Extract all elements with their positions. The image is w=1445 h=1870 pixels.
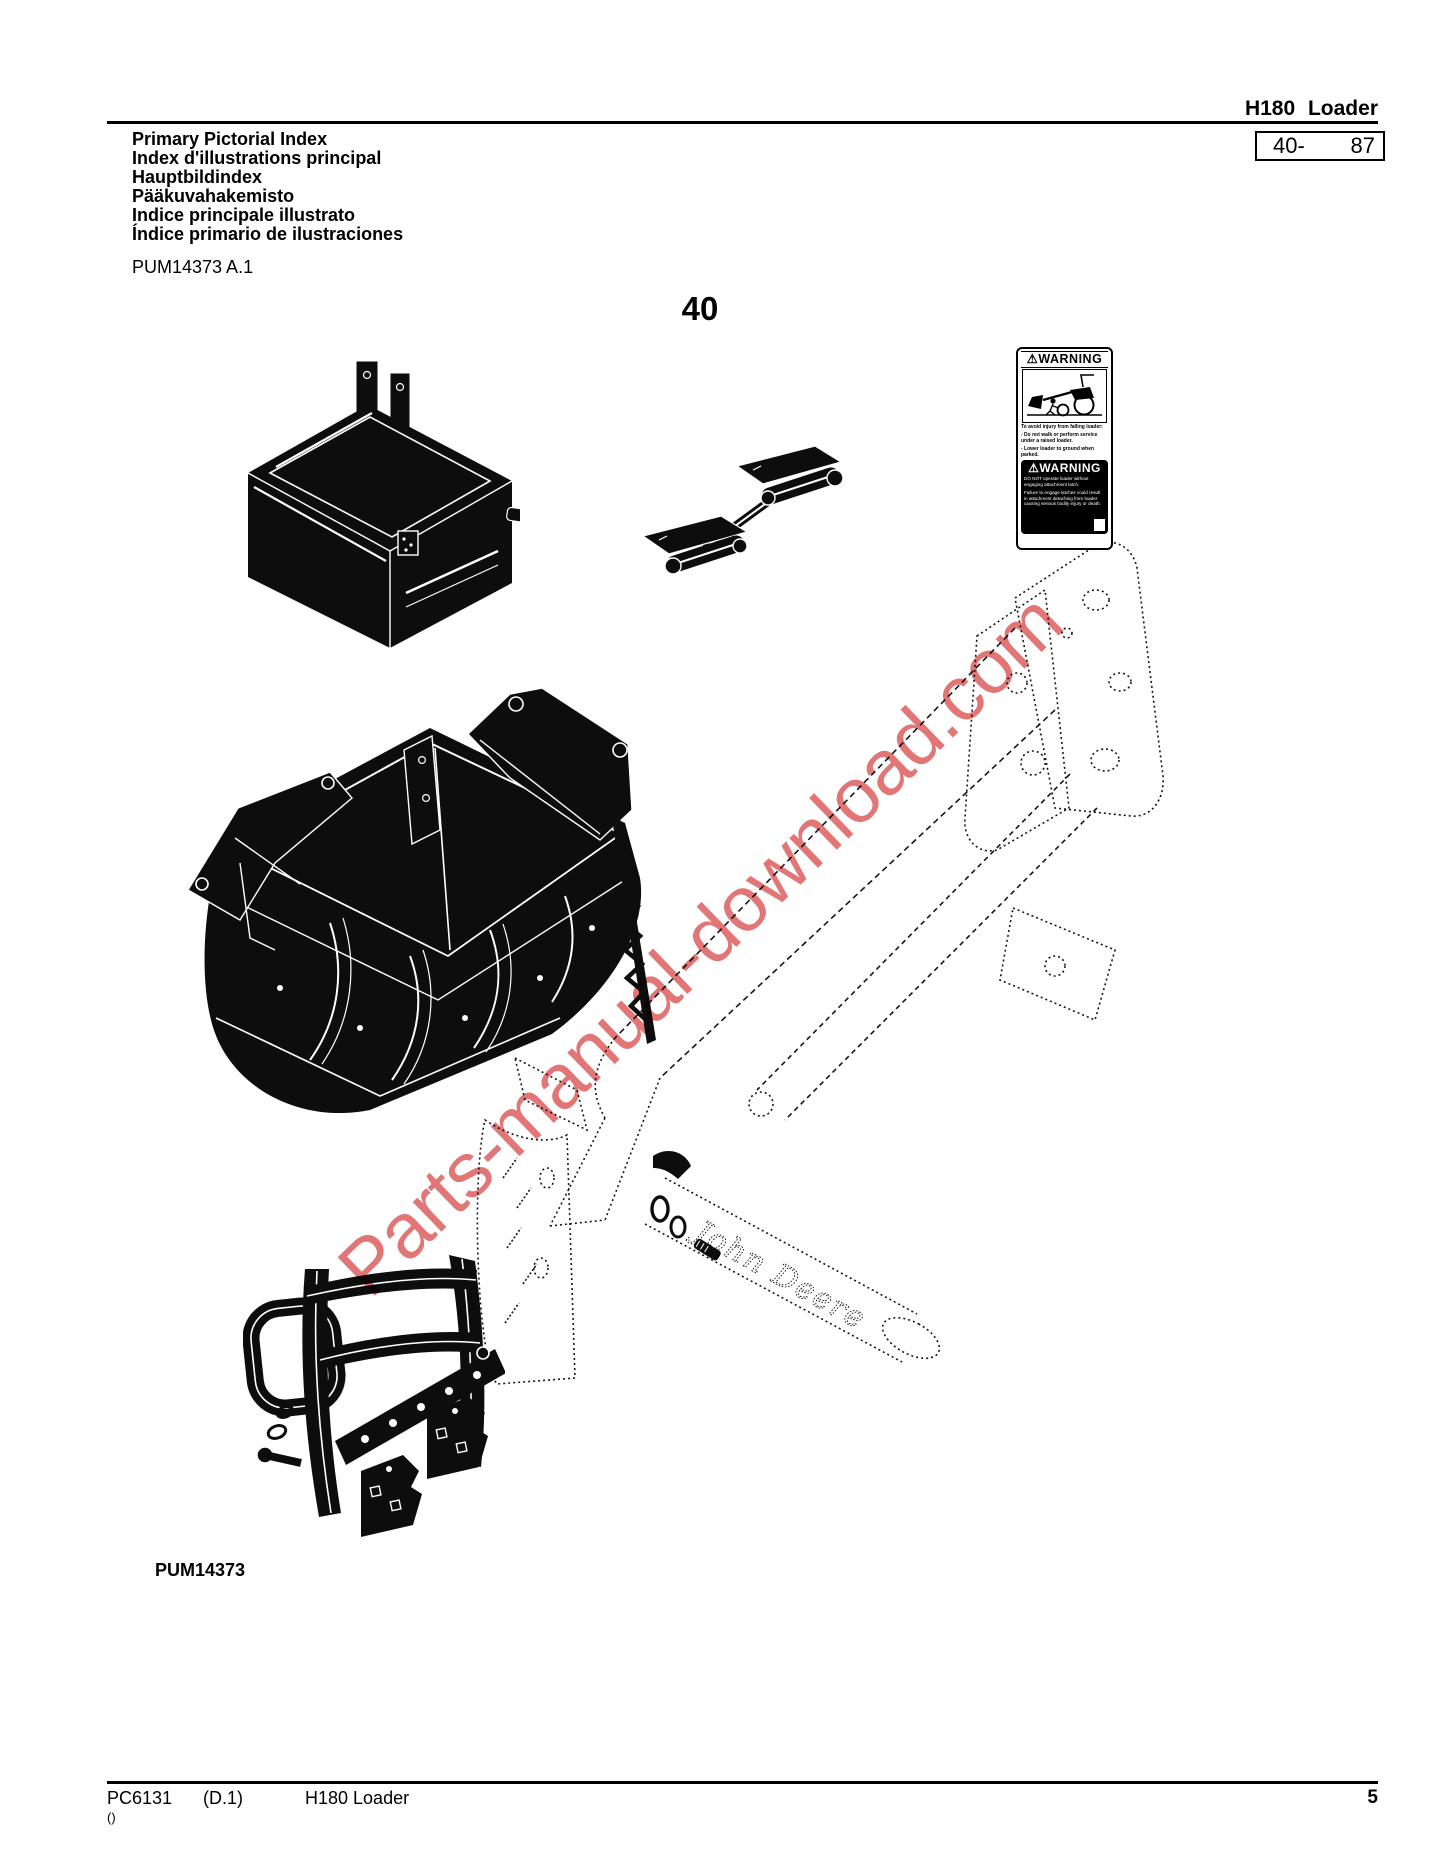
title-french: Index d'illustrations principal <box>132 148 382 168</box>
title-spanish: Índice primario de ilustraciones <box>132 224 404 244</box>
loader-hazard-pictogram <box>1022 369 1107 423</box>
latch-left <box>641 515 749 575</box>
warning2-line1: DO NOT operate loader without engaging a… <box>1024 476 1089 487</box>
warning-triangle-icon: ⚠ <box>1026 352 1039 366</box>
grille-guard-illustration <box>243 1255 505 1537</box>
warning-triangle-icon-2: ⚠ <box>1028 461 1040 475</box>
ballast-box-illustration <box>247 360 520 648</box>
page-reference-box: 40- 87 <box>1255 131 1385 161</box>
warning2-line2: Failure to engage latches could result i… <box>1024 490 1101 507</box>
footer-rule <box>107 1781 1378 1784</box>
figure-number: 40 <box>681 290 719 327</box>
page-title: H180 Loader <box>1244 97 1378 120</box>
warning2-header: ⚠WARNING <box>1024 461 1105 476</box>
guard-foot-left <box>361 1455 422 1537</box>
header-rule <box>107 121 1378 124</box>
footer-model: H180 Loader <box>305 1788 410 1808</box>
latch-kit-illustration <box>641 445 844 575</box>
footer-sub-line: () <box>107 1810 116 1825</box>
warning2-title: WARNING <box>1039 461 1101 475</box>
warning1-line2: - Do not walk or perform service under a… <box>1021 432 1098 444</box>
guard-pin <box>256 1405 302 1467</box>
title-block: Primary Pictorial Index Index d'illustra… <box>132 130 403 244</box>
reference-code: PUM14373 A.1 <box>132 257 254 277</box>
title-english: Primary Pictorial Index <box>132 129 328 149</box>
title-german: Hauptbildindex <box>132 167 262 187</box>
page-ref-number: 87 <box>1350 133 1375 158</box>
footer-revision: (D.1) <box>203 1788 243 1808</box>
warning-decal-2: ⚠WARNING DO NOT operate loader without e… <box>1021 460 1108 534</box>
guard-foot-right <box>427 1397 488 1479</box>
warning1-body: To avoid injury from falling loader: - D… <box>1021 424 1108 458</box>
loader-boom-illustration: John Deere <box>476 541 1164 1385</box>
figure-caption: PUM14373 <box>155 1560 246 1580</box>
latch-rod-assembly <box>587 760 721 1261</box>
footer-doc-number: PC6131 <box>107 1788 173 1808</box>
latch-right <box>735 445 844 506</box>
warning1-line1: To avoid injury from falling loader: <box>1021 424 1103 430</box>
title-finnish: Pääkuvahakemisto <box>132 186 295 206</box>
warning2-body: DO NOT operate loader without engaging a… <box>1024 476 1105 507</box>
tube-logo-text: John Deere <box>684 1211 872 1337</box>
warning1-title: WARNING <box>1038 352 1103 366</box>
warning1-line3: - Lower loader to ground when parked. <box>1021 446 1095 458</box>
page-ref-section: 40- <box>1273 133 1305 158</box>
warning2-part-box <box>1094 519 1105 531</box>
grapple-bucket-illustration <box>187 688 642 1113</box>
ballast-box-pin <box>506 506 520 525</box>
warning1-header: ⚠WARNING <box>1021 351 1108 368</box>
footer-page-number: 5 <box>1367 1787 1378 1808</box>
warning-decal-stack: ⚠WARNING To avoid injury from falling lo… <box>1016 347 1113 550</box>
title-italian: Indice principale illustrato <box>132 205 356 225</box>
